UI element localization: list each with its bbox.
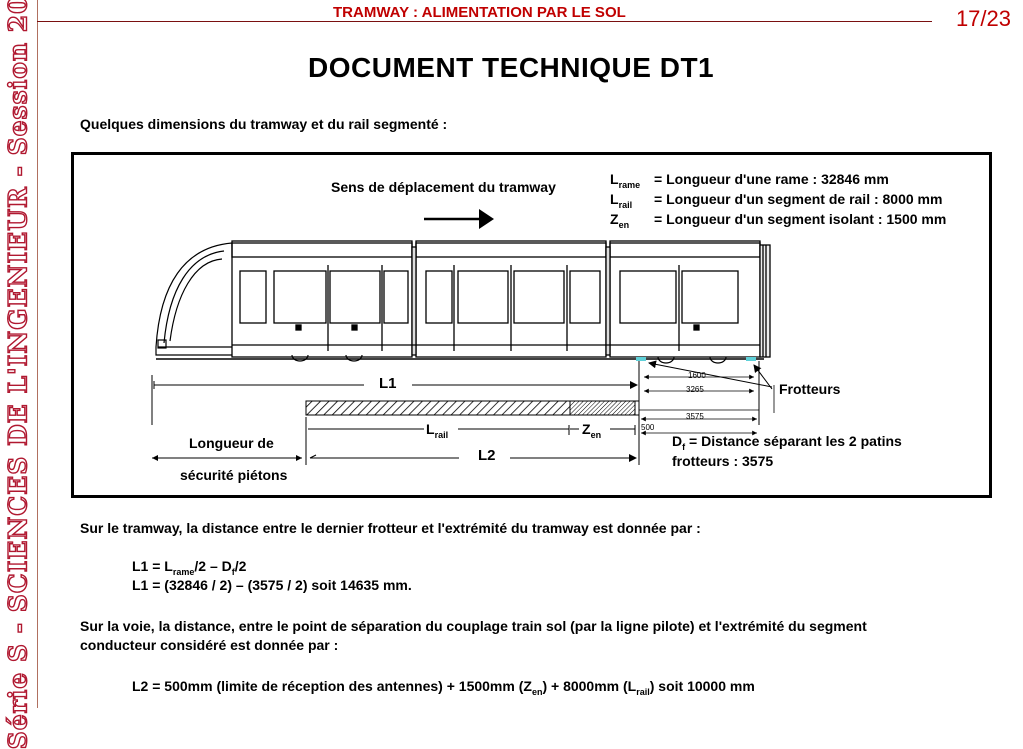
frotteurs-label: Frotteurs bbox=[779, 381, 841, 397]
paragraph-2-line2: conducteur considéré est donnée par : bbox=[80, 637, 339, 653]
frotteurs-pointers bbox=[648, 360, 773, 390]
zen-sub: en bbox=[590, 429, 602, 440]
df-text-1: = Distance séparant les 2 patins bbox=[685, 433, 902, 449]
df-definition-line1: Df = Distance séparant les 2 patins bbox=[672, 433, 902, 452]
dim-1600: 1600 bbox=[688, 371, 706, 380]
tram-diagram bbox=[151, 209, 775, 465]
document-title: DOCUMENT TECHNIQUE DT1 bbox=[308, 52, 715, 83]
frotteur-pad-front bbox=[636, 357, 646, 361]
rail-dimensions bbox=[305, 417, 636, 465]
zen-sym: Z bbox=[582, 421, 591, 437]
eq2-sub2: rail bbox=[636, 686, 650, 697]
legend-rame-symbol: Lrame bbox=[610, 171, 640, 190]
legend-zen-symbol: Zen bbox=[610, 211, 629, 230]
sidebar: Série S - SCIENCES DE L'INGENIEUR - Sess… bbox=[0, 0, 38, 749]
header-title: TRAMWAY : ALIMENTATION PAR LE SOL bbox=[333, 4, 626, 21]
df-sub: f bbox=[682, 441, 686, 452]
equation-2: L2 = 500mm (limite de réception des ante… bbox=[132, 678, 755, 697]
zen-label: Zen bbox=[582, 421, 601, 440]
legend-rame-sub: rame bbox=[618, 179, 641, 190]
paragraph-2-line1: Sur la voie, la distance, entre le point… bbox=[80, 618, 867, 634]
frotteur-dimensions bbox=[639, 374, 775, 436]
direction-arrow bbox=[424, 209, 494, 229]
dim-3265: 3265 bbox=[686, 385, 704, 394]
eq1a-post: /2 bbox=[234, 558, 247, 574]
direction-label: Sens de déplacement du tramway bbox=[331, 179, 556, 195]
df-sym: D bbox=[672, 433, 683, 449]
legend-rail-text: = Longueur d'un segment de rail : 8000 m… bbox=[654, 191, 943, 207]
page-number: 17/23 bbox=[955, 6, 1011, 31]
equation-1b: L1 = (32846 / 2) – (3575 / 2) soit 14635… bbox=[132, 577, 412, 593]
equation-1a: L1 = Lrame/2 – Df/2 bbox=[132, 558, 246, 577]
eq2-mid: ) + 8000mm (L bbox=[542, 678, 637, 694]
l2-label: L2 bbox=[478, 447, 496, 464]
eq1a-sub2: f bbox=[231, 566, 235, 577]
eq2-post: ) soit 10000 mm bbox=[649, 678, 755, 694]
securite-label-line1: Longueur de bbox=[189, 435, 274, 451]
legend-rame-text: = Longueur d'une rame : 32846 mm bbox=[654, 171, 889, 187]
header-rule bbox=[37, 21, 932, 22]
df-definition-line2: frotteurs : 3575 bbox=[672, 453, 774, 469]
tram-cars bbox=[231, 240, 771, 358]
securite-label-line2: sécurité piétons bbox=[180, 467, 288, 483]
lrail-sym: L bbox=[426, 421, 435, 437]
legend-rail-symbol: Lrail bbox=[610, 191, 632, 210]
legend-zen-sub: en bbox=[618, 219, 630, 230]
legend-rame-sym: L bbox=[610, 171, 619, 187]
eq1a-mid: /2 – D bbox=[194, 558, 232, 574]
eq2-pre: L2 = 500mm (limite de réception des ante… bbox=[132, 678, 532, 694]
paragraph-1: Sur le tramway, la distance entre le der… bbox=[80, 520, 701, 536]
l2-dimension bbox=[152, 454, 637, 462]
tram-nose bbox=[155, 242, 235, 356]
dim-3575: 3575 bbox=[686, 412, 704, 421]
lrail-label: Lrail bbox=[426, 421, 448, 440]
legend-rail-sym: L bbox=[610, 191, 619, 207]
eq1a-pre: L1 = L bbox=[132, 558, 173, 574]
intro-text: Quelques dimensions du tramway et du rai… bbox=[80, 116, 448, 132]
sidebar-vertical-title: Série S - SCIENCES DE L'INGENIEUR - Sess… bbox=[3, 0, 33, 749]
l1-dimension bbox=[153, 381, 638, 389]
legend-zen-sym: Z bbox=[610, 211, 619, 227]
l1-label: L1 bbox=[379, 375, 397, 392]
segmented-rail bbox=[305, 400, 640, 416]
frotteur-pad-rear bbox=[746, 357, 756, 361]
eq2-sub1: en bbox=[531, 686, 543, 697]
diagram-frame: Sens de déplacement du tramway Lrame = L… bbox=[71, 152, 992, 498]
legend-rail-sub: rail bbox=[618, 199, 633, 210]
legend-zen-text: = Longueur d'un segment isolant : 1500 m… bbox=[654, 211, 947, 227]
dim-500: 500 bbox=[641, 423, 655, 432]
lrail-sub: rail bbox=[434, 429, 449, 440]
eq1a-sub1: rame bbox=[172, 566, 195, 577]
